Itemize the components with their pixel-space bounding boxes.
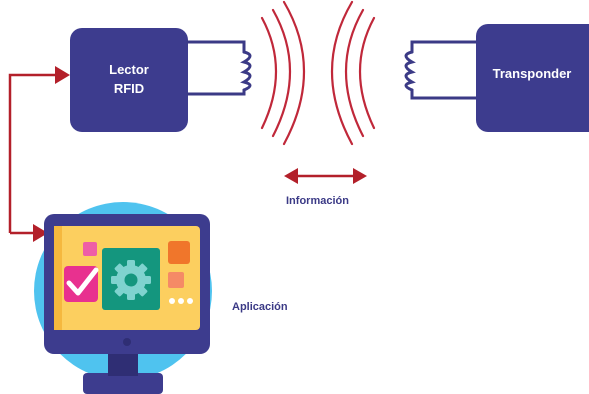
monitor-stand-neck: [108, 352, 138, 376]
orange-tile: [168, 241, 190, 264]
radio-waves: [260, 0, 376, 146]
rfid-reader-label: Lector RFID: [109, 62, 149, 96]
monitor-screen-sidebar: [54, 226, 62, 330]
gear-icon: [111, 260, 151, 300]
salmon-tile: [168, 272, 184, 288]
application-monitor: [34, 202, 212, 394]
arrowhead-to-reader: [55, 66, 70, 84]
check-mark-icon: [66, 267, 99, 296]
rfid-reader-box: [70, 28, 188, 132]
monitor-stand-base: [83, 373, 163, 394]
transponder-box: [476, 24, 589, 132]
reader-antenna: [186, 40, 252, 96]
dots-icon: [169, 298, 193, 304]
information-double-arrow: [284, 168, 367, 184]
transponder-antenna: [404, 40, 478, 100]
pink-square-small: [83, 242, 97, 256]
application-label: Aplicación: [232, 301, 288, 313]
connector-arrows: [8, 73, 56, 235]
arrowhead-to-monitor: [33, 224, 48, 242]
information-label: Información: [286, 195, 349, 207]
monitor-power-button: [123, 338, 131, 346]
transponder-label: Transponder: [492, 66, 572, 81]
